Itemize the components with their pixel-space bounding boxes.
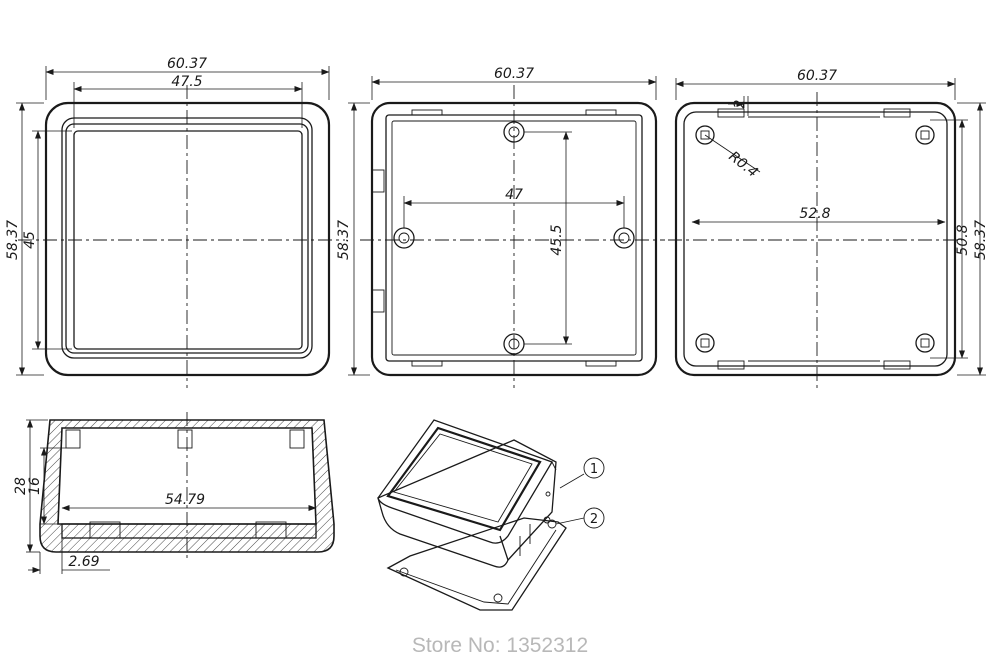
top-width-label: 60.37 [167,56,207,72]
hole-spacing-x-label: 47 [505,187,523,203]
bottom-view: 60.37 58.37 47 45.5 [336,66,665,388]
top-view: 60.37 47.5 58.37 45 [5,56,345,388]
callout-1-circle [583,457,605,479]
hole-spacing-y-label: 45.5 [549,224,565,255]
bottom-height-label: 58.37 [336,220,352,260]
top-height-label: 58.37 [5,220,21,260]
mounting-boss [613,227,635,249]
callout-2-circle [583,507,605,529]
top-inner-width-label: 47.5 [171,74,202,90]
section-inner-height-label: 16 [27,477,43,495]
section-inner-width-label: 54.79 [165,492,205,508]
callout-1-label: 1 [590,462,598,477]
lid-height-label: 58.37 [973,220,989,260]
isometric-view: 1 2 [377,419,605,611]
lid-screw-hole [915,333,935,353]
section-wall-label: 2.69 [68,554,99,570]
lid-thickness-label: 2 [732,99,748,108]
store-number-watermark: Store No: 1352312 [411,634,589,657]
lid-inner-height-label: 50.8 [955,224,971,255]
lid-width-label: 60.37 [797,68,837,84]
mounting-boss [393,227,415,249]
lid-inner-width-label: 52.8 [799,206,830,222]
lid-radius-label: R0.4 [726,149,761,181]
section-height-label: 28 [13,477,29,495]
lid-view: 60.37 2 R0.4 52.8 50.8 58.37 [668,68,989,388]
callout-2-label: 2 [590,512,598,527]
top-inner-height-label: 45 [22,231,38,249]
lid-screw-hole [695,125,715,145]
lid-screw-hole [695,333,715,353]
section-view: 28 16 54.79 2.69 [13,412,335,574]
lid-screw-hole [915,125,935,145]
bottom-width-label: 60.37 [494,66,534,82]
